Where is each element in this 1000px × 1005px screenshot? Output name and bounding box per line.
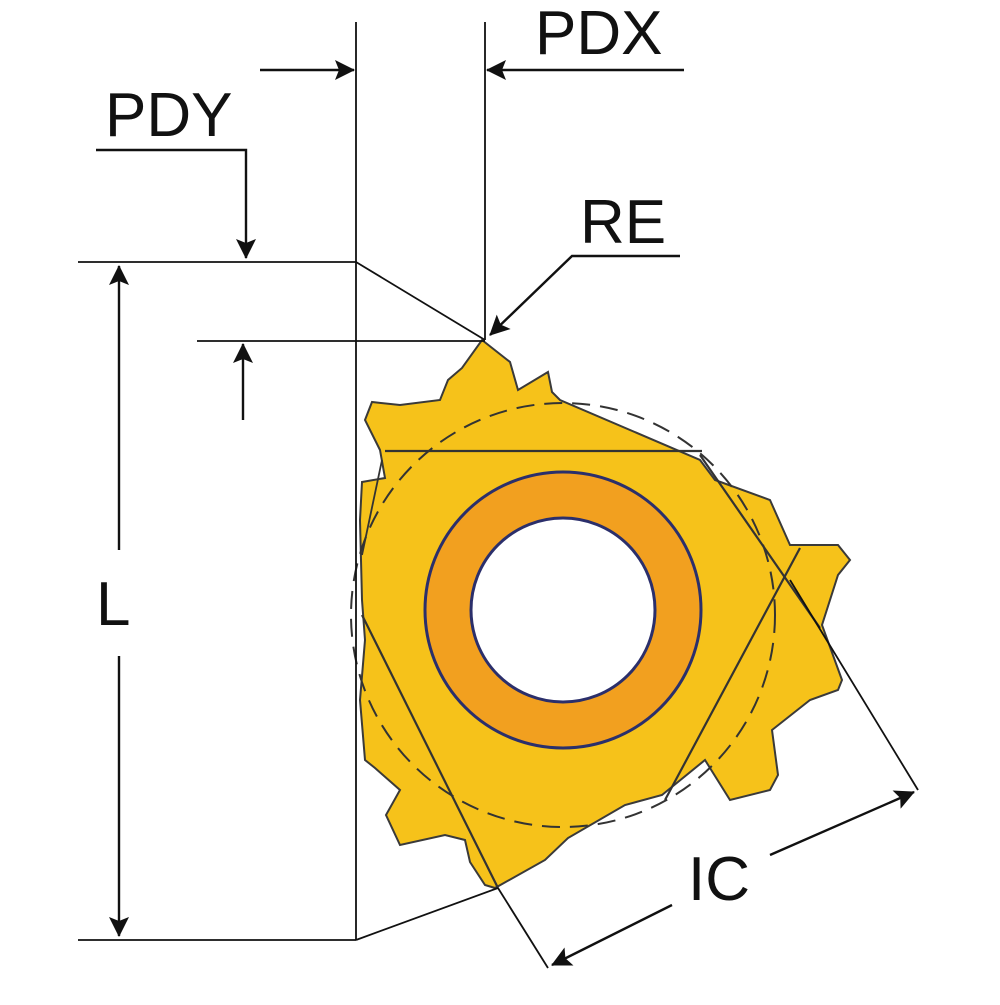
pdy-dimension: PDY xyxy=(96,81,256,420)
pdy-leader xyxy=(96,148,256,259)
pdy-label: PDY xyxy=(105,81,232,150)
inscribed-circle-dashed xyxy=(350,402,776,828)
ic-label: IC xyxy=(688,845,750,914)
ic-arrow-lower xyxy=(551,903,673,967)
bottom-diagonal-line xyxy=(355,887,499,941)
l-label: L xyxy=(96,570,130,639)
re-label: RE xyxy=(580,188,666,257)
right-lower-edge-line xyxy=(664,547,801,801)
pdx-dimension: PDX xyxy=(260,0,684,80)
ic-extension-line-upper xyxy=(789,579,919,791)
right-edge-line xyxy=(699,454,821,629)
insert-body xyxy=(350,338,852,890)
pdx-label: PDX xyxy=(535,0,662,68)
re-callout: RE xyxy=(489,188,680,336)
l-dimension: L xyxy=(96,265,130,937)
left-edge-line xyxy=(361,614,499,889)
ic-arrow-upper xyxy=(769,790,915,857)
reference-lines xyxy=(78,22,919,969)
re-leader xyxy=(489,254,680,336)
center-hole xyxy=(469,516,657,704)
ic-dimension: IC xyxy=(551,790,915,967)
ic-extension-line-lower xyxy=(497,887,549,969)
top-diagonal-line xyxy=(355,261,486,341)
